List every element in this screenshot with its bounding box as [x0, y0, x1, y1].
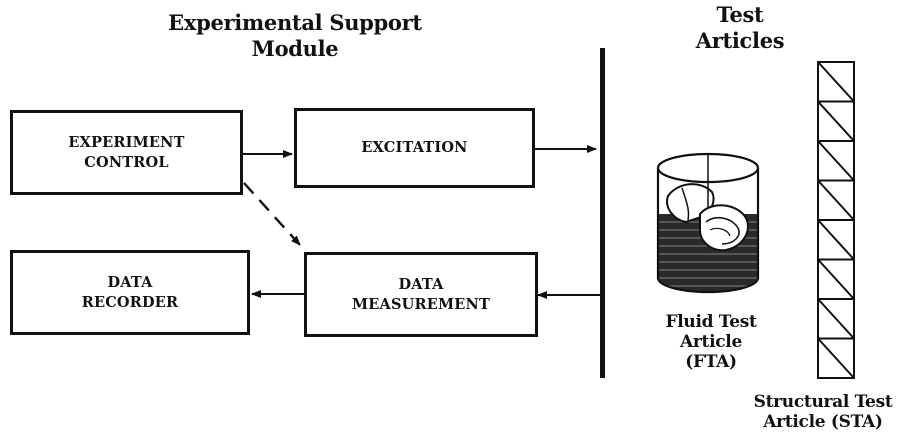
structural-test-article-icon — [817, 61, 855, 379]
data-recorder-box: DATA RECORDER — [10, 250, 250, 335]
experiment-control-box: EXPERIMENT CONTROL — [10, 110, 243, 195]
excitation-box: EXCITATION — [294, 108, 535, 188]
fluid-test-article-icon — [656, 152, 760, 294]
fluid-test-article-label: Fluid Test Article (FTA) — [665, 312, 757, 372]
structural-test-article-label: Structural Test Article (STA) — [753, 392, 893, 432]
interface-bus-bar — [600, 48, 605, 378]
header-test-articles: Test Articles — [695, 2, 785, 53]
dashed-arrow-control-to-measurement — [243, 182, 301, 246]
data-measurement-box: DATA MEASUREMENT — [304, 252, 538, 337]
header-experimental-support-module: Experimental Support Module — [168, 10, 422, 61]
